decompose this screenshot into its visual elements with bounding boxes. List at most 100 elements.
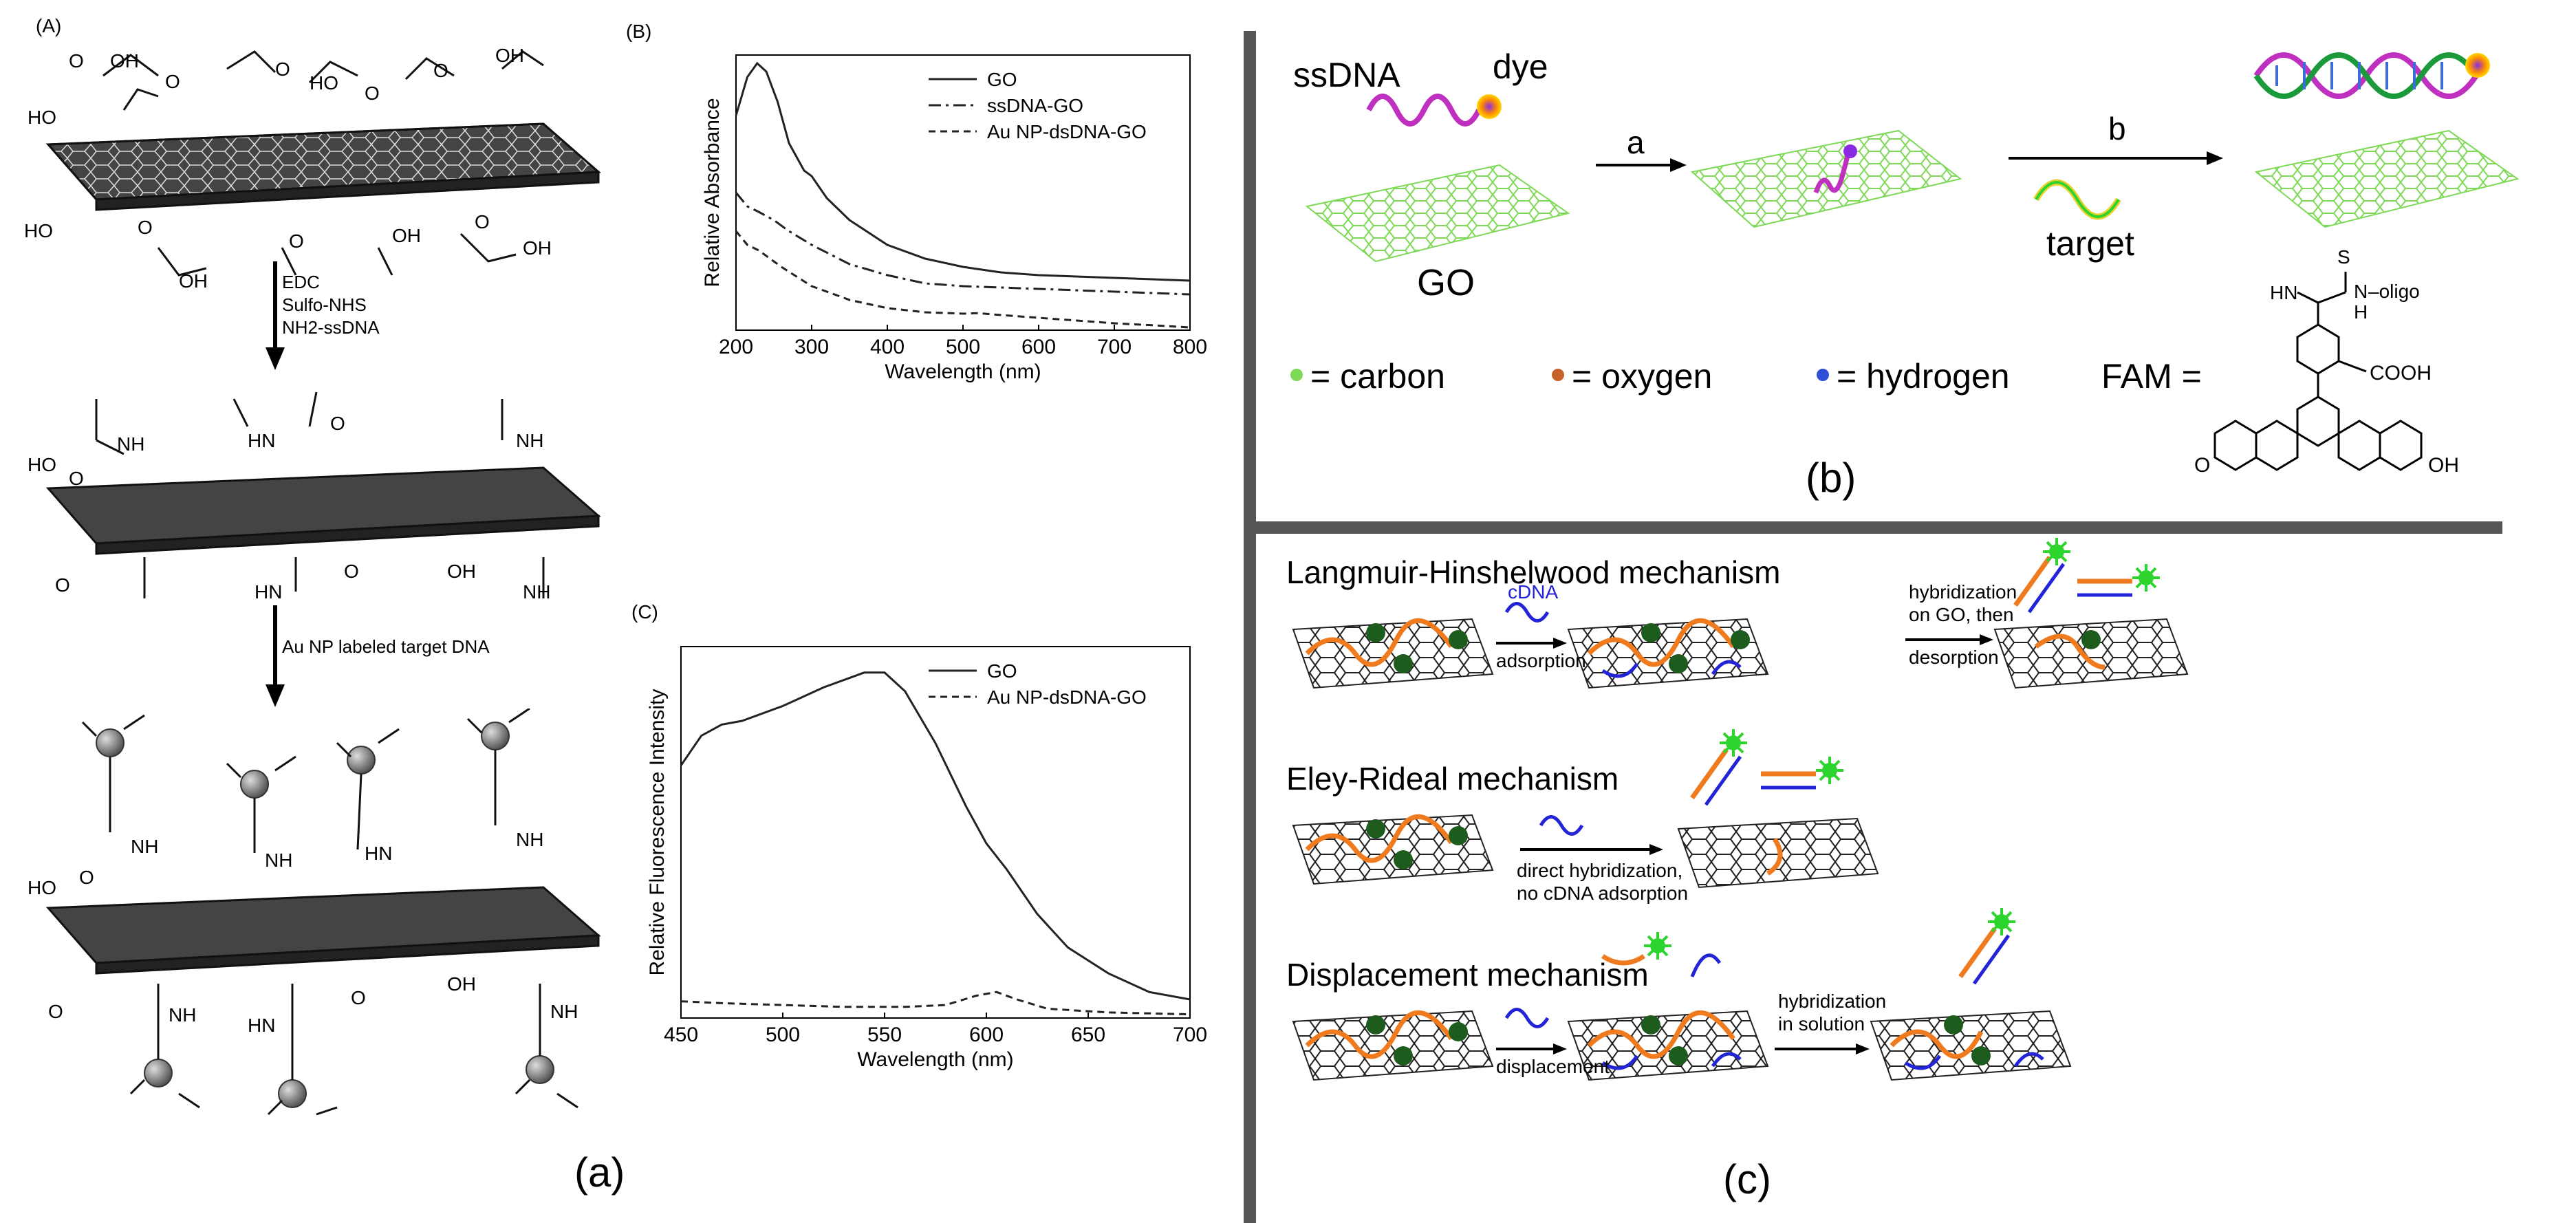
x-tick-label: 500 (946, 336, 980, 358)
target-label: target (2046, 224, 2134, 263)
svg-text:O: O (433, 60, 448, 81)
x-tick-label: 600 (1021, 336, 1056, 358)
dm-sheet-2 (1567, 1010, 1769, 1081)
panel-a-label: (A) (36, 15, 62, 36)
dm-hybrid-2: in solution (1778, 1013, 1865, 1035)
lh-sheet-2 (1567, 618, 1769, 689)
svg-text:NH: NH (523, 581, 550, 603)
go-sheet-3 (2254, 129, 2520, 228)
vertical-divider (1244, 31, 1256, 1223)
x-tick-label: 600 (969, 1024, 1004, 1046)
lh-sheet-3 (1993, 618, 2189, 689)
plot-frame (680, 646, 1191, 1019)
lh-hybrid-2: on GO, then (1909, 604, 2014, 625)
fam-n: N (2354, 281, 2368, 302)
dm-hybrid-1: hybridization (1778, 991, 1887, 1012)
series-line-2 (680, 991, 1191, 1016)
dm-sheet-1 (1292, 1010, 1494, 1081)
svg-text:OH: OH (110, 50, 139, 72)
step1-line-1: EDC (282, 272, 320, 292)
lh-cdna-label: cDNA (1508, 581, 1559, 603)
legend-label-2: Au NP-dsDNA-GO (987, 686, 1147, 708)
svg-text:NH: NH (516, 430, 543, 451)
svg-text:O: O (79, 867, 94, 888)
legend-label-1: GO (987, 69, 1017, 90)
svg-text:NH: NH (117, 433, 144, 455)
ssdna-strand (1366, 94, 1482, 127)
svg-text:HO: HO (310, 72, 338, 94)
step-arrow-1 (266, 261, 285, 370)
svg-text:HN: HN (248, 430, 275, 451)
hydrogen-dot (1817, 369, 1829, 381)
svg-text:O: O (69, 50, 84, 72)
carbon-legend-label: = carbon (1310, 357, 1445, 396)
svg-text:O: O (344, 561, 359, 582)
svg-text:HO: HO (24, 220, 53, 241)
x-tick-label: 700 (1097, 336, 1132, 358)
step1-line-2: Sulfo-NHS (282, 294, 367, 315)
series-line-1 (735, 61, 1191, 282)
y-axis-label: Relative Fluorescence Intensity (646, 689, 669, 976)
svg-text:O: O (275, 58, 290, 80)
svg-text:OH: OH (392, 225, 421, 246)
lh-duplex-1 (2013, 537, 2072, 614)
x-tick-label: 400 (870, 336, 905, 358)
er-line-1: direct hybridization, (1517, 860, 1683, 881)
legend-label-1: GO (987, 660, 1017, 682)
panel-c-svg (1292, 537, 2189, 1081)
svg-text:HO: HO (28, 877, 56, 898)
y-axis-label: Relative Absorbance (701, 98, 724, 287)
svg-text:OH: OH (447, 973, 476, 995)
x-tick-label: 500 (766, 1024, 800, 1046)
fam-structure (2214, 272, 2423, 471)
x-tick-label: 300 (794, 336, 829, 358)
svg-text:O: O (475, 211, 490, 232)
svg-text:O: O (289, 230, 304, 252)
arrow-a-label: a (1627, 125, 1645, 160)
fam-hn: HN (2270, 282, 2298, 303)
x-tick-label: 650 (1071, 1024, 1105, 1046)
x-tick-label: 550 (867, 1024, 902, 1046)
svg-text:NH: NH (265, 849, 292, 871)
x-tick-label: 450 (664, 1024, 698, 1046)
panel-a-caption: (a) (574, 1149, 625, 1195)
dye-icon (1477, 94, 1502, 119)
svg-text:NH: NH (516, 829, 543, 850)
svg-text:NH: NH (169, 1004, 196, 1026)
go-sheet-1 (1305, 164, 1570, 263)
svg-text:NH: NH (550, 1001, 578, 1022)
fam-label: FAM = (2101, 357, 2202, 396)
fam-oligo: –oligo (2368, 281, 2420, 302)
panel-b-caption: (b) (1806, 455, 1857, 501)
svg-text:O: O (69, 468, 84, 489)
series-line-3 (735, 230, 1191, 329)
svg-text:O: O (330, 413, 345, 434)
carbon-dot (1290, 369, 1303, 381)
x-axis-label: Wavelength (nm) (857, 1048, 1013, 1071)
step-arrow-2 (266, 605, 285, 707)
arrow-b-head (2207, 151, 2223, 165)
go-label: GO (1417, 262, 1475, 303)
released-strand (1601, 954, 1645, 966)
plot-frame (735, 54, 1191, 331)
series-line-1 (680, 671, 1191, 1001)
oxygen-dot (1552, 369, 1564, 381)
cdna-strand-2 (1539, 815, 1584, 836)
x-tick-label: 700 (1173, 1024, 1207, 1046)
svg-text:OH: OH (179, 270, 208, 292)
er-line-2: no cDNA adsorption (1517, 883, 1689, 904)
svg-text:O: O (351, 987, 366, 1008)
arrow-b-label: b (2108, 111, 2126, 147)
fam-s: S (2337, 246, 2350, 268)
svg-text:O: O (55, 574, 70, 596)
x-axis-label: Wavelength (nm) (885, 360, 1041, 383)
chart-b-panel-label: (B) (626, 21, 652, 42)
oxygen-legend-label: = oxygen (1572, 357, 1713, 396)
fam-o: O (2194, 454, 2211, 477)
er-duplex-2 (1761, 755, 1845, 790)
x-tick-label: 200 (719, 336, 753, 358)
